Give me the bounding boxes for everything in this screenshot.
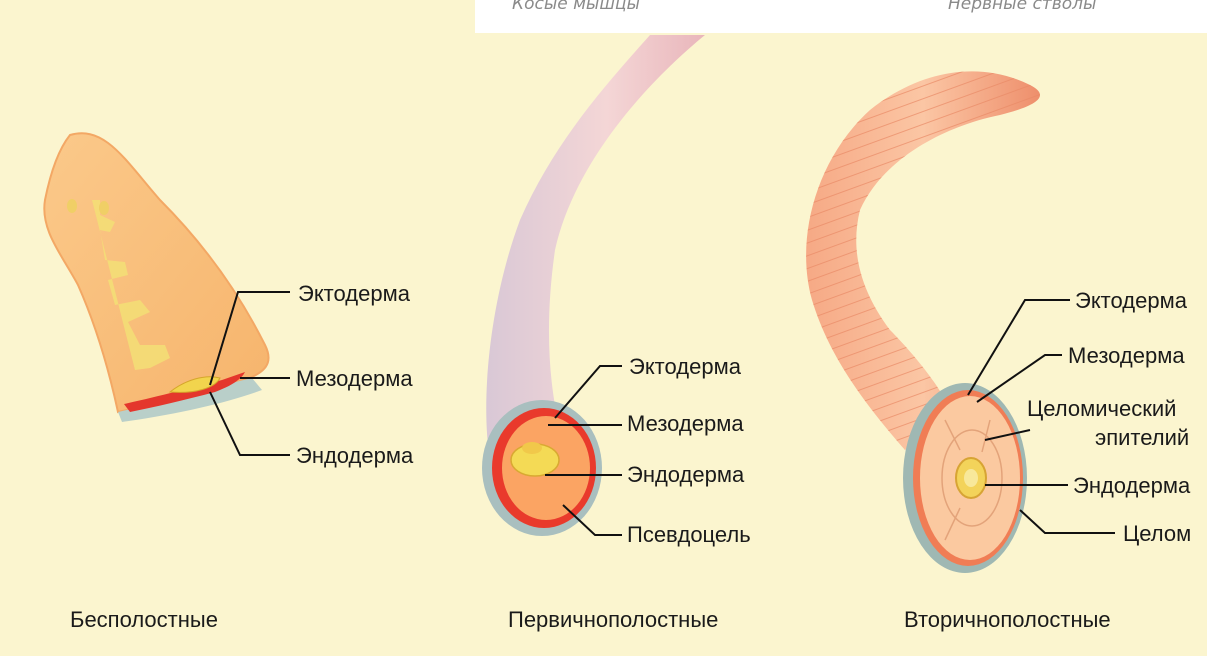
label-mesoderm-2: Мезодерма	[627, 411, 744, 437]
label-ectoderm-1: Эктодерма	[298, 281, 410, 307]
roundworm-illustration	[482, 35, 705, 536]
label-coelom: Целом	[1123, 521, 1191, 547]
label-ectoderm-3: Эктодерма	[1075, 288, 1187, 314]
label-ectoderm-2: Эктодерма	[629, 354, 741, 380]
caption-coelomate: Вторичнополостные	[904, 607, 1111, 633]
label-mesoderm-3: Мезодерма	[1068, 343, 1185, 369]
label-coelomic: Целомический	[1027, 396, 1176, 422]
label-endoderm-1: Эндодерма	[296, 443, 413, 469]
annelid-illustration	[806, 71, 1040, 573]
caption-acoelomate: Бесполостные	[70, 607, 218, 633]
label-endoderm-2: Эндодерма	[627, 462, 744, 488]
label-pseudocoel: Псевдоцель	[627, 522, 751, 548]
caption-pseudocoelomate: Первичнополостные	[508, 607, 718, 633]
label-mesoderm-1: Мезодерма	[296, 366, 413, 392]
label-endoderm-3: Эндодерма	[1073, 473, 1190, 499]
flatworm-illustration	[44, 133, 268, 422]
label-epithelium: эпителий	[1095, 425, 1189, 451]
